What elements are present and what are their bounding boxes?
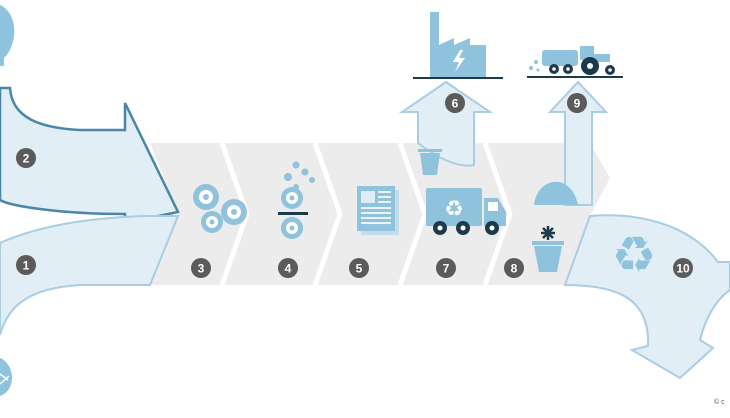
step-badge-circle: [278, 258, 298, 278]
step-badge-circle: [16, 255, 36, 275]
step-badge-number: 8: [511, 261, 518, 275]
wood-log-icon: [0, 358, 12, 396]
recycle-symbol-icon: ♻: [612, 226, 657, 284]
fertilizer-pile-icon: [534, 181, 578, 205]
step-badge-circle: [191, 258, 211, 278]
step-badge-number: 5: [356, 261, 363, 275]
step-badge-number: 4: [285, 261, 292, 275]
step-badge-circle: [673, 258, 693, 278]
shredder-bin-icon: [532, 226, 564, 272]
step-badge-4: 4: [278, 258, 298, 278]
step-badge-number: 10: [676, 261, 690, 275]
output-arrow: [563, 214, 730, 380]
step-badge-1: 1: [16, 255, 36, 275]
step-badge-circle: [504, 258, 524, 278]
fertilizer-arrow: [547, 80, 609, 206]
step-badge-8: 8: [504, 258, 524, 278]
step-badge-7: 7: [436, 258, 456, 278]
step-badge-number: 2: [23, 151, 30, 165]
step-badge-10: 10: [673, 258, 693, 278]
step-badge-number: 3: [198, 261, 205, 275]
step-badge-circle: [16, 148, 36, 168]
chevron-separators: [219, 142, 513, 286]
step-badge-circle: [436, 258, 456, 278]
credit-text: © c: [714, 398, 725, 406]
tractor-fertilizer-icon: [527, 46, 623, 78]
paper-sheets-icon: [357, 186, 399, 235]
energy-arrow: [398, 80, 494, 167]
svg-text:♻: ♻: [612, 226, 657, 284]
recycling-truck-icon: ♻: [426, 188, 506, 235]
step-badge-5: 5: [349, 258, 369, 278]
step-badge-number: 7: [443, 261, 450, 275]
input-arrow-lower: [0, 215, 180, 336]
step-badge-number: 9: [574, 96, 581, 110]
paper-machine-icon: [278, 161, 315, 239]
step-badge-2: 2: [16, 148, 36, 168]
step-badge-9: 9: [567, 93, 587, 113]
step-badge-circle: [445, 93, 465, 113]
step-badges: 1 2 3 4 5 6 7 8 9 10: [16, 93, 693, 278]
step-badge-circle: [567, 93, 587, 113]
step-badge-3: 3: [191, 258, 211, 278]
step-badge-number: 1: [23, 258, 30, 272]
tree-icon: [0, 5, 15, 66]
power-plant-icon: [413, 12, 503, 79]
step-badge-6: 6: [445, 93, 465, 113]
svg-text:♻: ♻: [444, 197, 464, 222]
step-badge-circle: [349, 258, 369, 278]
step-badge-number: 6: [452, 96, 459, 110]
pulp-rollers-icon: [193, 184, 247, 233]
waste-bin-icon: [418, 149, 442, 175]
